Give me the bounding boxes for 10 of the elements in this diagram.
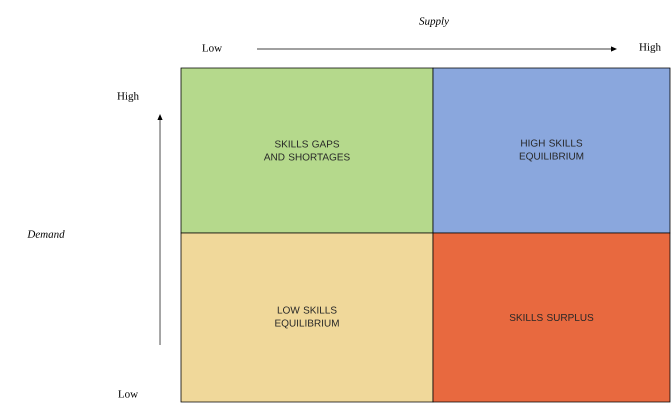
quadrant-box: SKILLS GAPS AND SHORTAGES — [180, 68, 434, 234]
quadrant-box: LOW SKILLS EQUILIBRIUM — [180, 232, 434, 402]
quadrant-box: SKILLS SURPLUS — [432, 232, 670, 402]
quadrant-box: HIGH SKILLS EQUILIBRIUM — [432, 68, 670, 234]
axis-title: Demand — [27, 230, 65, 238]
axis-label: Low — [118, 390, 138, 398]
axis-label: Low — [202, 44, 222, 52]
axis-label: High — [639, 43, 661, 53]
axis-title: Supply — [419, 17, 449, 27]
axis-label: High — [117, 92, 139, 102]
